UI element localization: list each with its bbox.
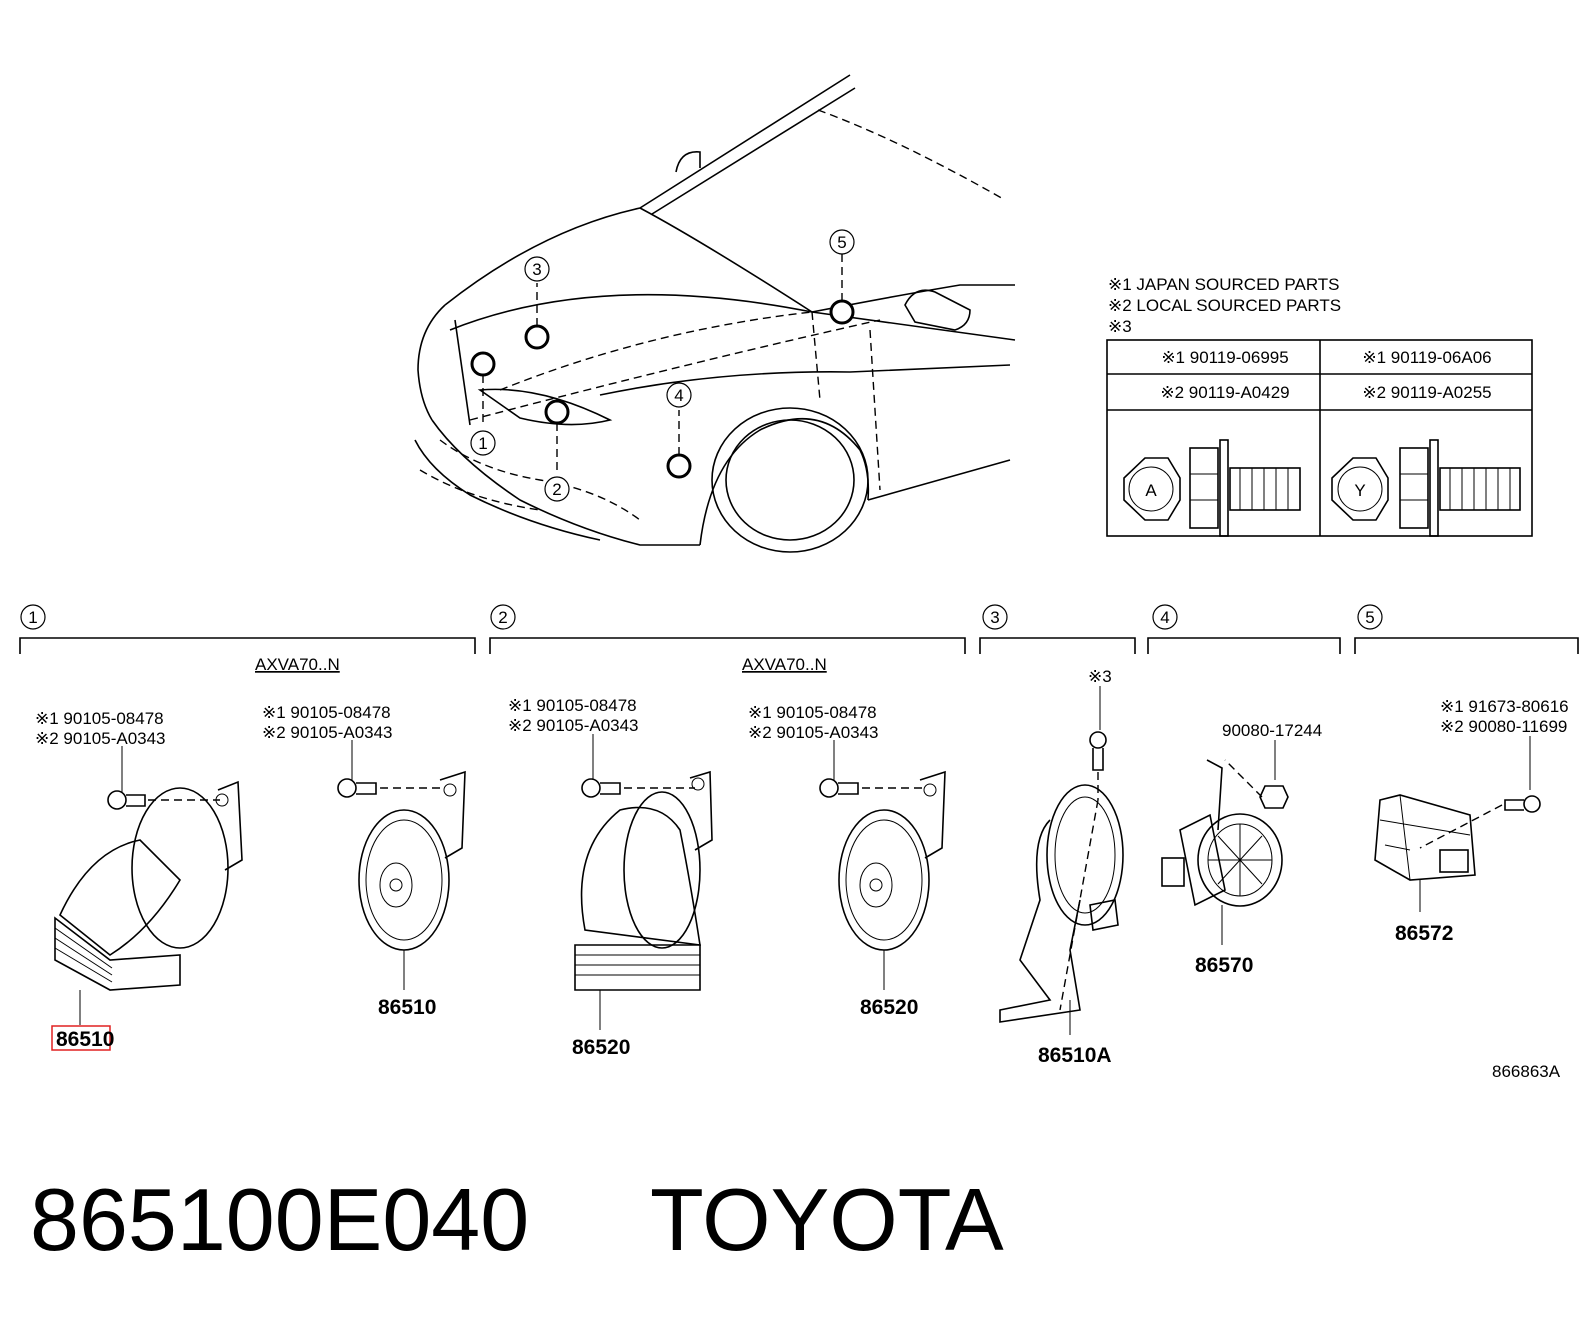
bolt-a-icon: A: [1123, 439, 1301, 537]
svg-text:※2 90105-A0343: ※2 90105-A0343: [748, 723, 879, 742]
svg-text:※2 90080-11699: ※2 90080-11699: [1440, 717, 1567, 736]
bolt-icon: [1504, 795, 1541, 813]
svg-text:86520: 86520: [860, 996, 918, 1019]
svg-text:A: A: [1145, 481, 1157, 500]
part-g1b: ※1 90105-08478 ※2 90105-A0343 86510: [262, 703, 466, 1019]
svg-text:5: 5: [837, 233, 846, 252]
group-2-model: AXVA70..N: [742, 655, 827, 674]
horn-icon: [358, 770, 466, 951]
svg-text:2: 2: [552, 480, 561, 499]
table-cell-r1c2: ※1 90119-06A06: [1362, 348, 1491, 367]
part-g4: 90080-17244 86570: [1161, 721, 1322, 977]
part-g2b: ※1 90105-08478 ※2 90105-A0343 86520: [748, 703, 946, 1019]
group-3-number: 3: [990, 608, 999, 627]
legend-note-2: ※2 LOCAL SOURCED PARTS: [1108, 296, 1341, 315]
location-markers: [470, 253, 855, 479]
car-outline: [414, 74, 1016, 553]
footer-part-number: 865100E040: [30, 1170, 529, 1269]
horn-icon: [54, 780, 243, 991]
svg-text:※1 90105-08478: ※1 90105-08478: [262, 703, 391, 722]
table-cell-r1c1: ※1 90119-06995: [1161, 348, 1288, 367]
svg-text:※1 91673-80616: ※1 91673-80616: [1440, 697, 1569, 716]
legend: ※1 JAPAN SOURCED PARTS ※2 LOCAL SOURCED …: [1106, 275, 1533, 537]
selected-part-highlight: [51, 1025, 111, 1051]
svg-text:Y: Y: [1354, 481, 1365, 500]
svg-text:1: 1: [478, 434, 487, 453]
table-cell-r2c1: ※2 90119-A0429: [1160, 383, 1289, 402]
bolt-table: ※1 90119-06995 ※1 90119-06A06 ※2 90119-A…: [1106, 339, 1533, 537]
part-g3: ※3 86510A: [999, 667, 1124, 1067]
group-1-model: AXVA70..N: [255, 655, 340, 674]
selected-part-number[interactable]: 86510: [56, 1028, 114, 1051]
group-5-number: 5: [1365, 608, 1374, 627]
svg-text:※1 90105-08478: ※1 90105-08478: [35, 709, 164, 728]
group-2-number: 2: [498, 608, 507, 627]
location-number-3: 3: [524, 256, 550, 282]
part-g2a: ※1 90105-08478 ※2 90105-A0343 86520: [508, 696, 713, 1059]
legend-note-3: ※3: [1108, 317, 1132, 336]
illustration-id: 866863A: [1492, 1062, 1561, 1081]
svg-text:86572: 86572: [1395, 922, 1453, 945]
horn-bracket-icon: [999, 784, 1124, 1023]
bolt-icon: [581, 778, 621, 798]
svg-text:86510: 86510: [378, 996, 436, 1019]
svg-text:90080-17244: 90080-17244: [1222, 721, 1322, 740]
bolt-icon: [337, 778, 377, 798]
location-number-5: 5: [829, 229, 855, 255]
svg-text:4: 4: [674, 386, 683, 405]
horn-icon: [838, 770, 946, 951]
svg-text:3: 3: [532, 260, 541, 279]
module-icon: [1374, 794, 1476, 881]
nut-icon: [1259, 785, 1289, 809]
group-1-number: 1: [28, 608, 37, 627]
part-g5: ※1 91673-80616 ※2 90080-11699 86572: [1374, 697, 1569, 945]
horn-icon: [574, 770, 713, 991]
part-g1a: ※1 90105-08478 ※2 90105-A0343 86510: [35, 709, 243, 1051]
svg-text:86570: 86570: [1195, 954, 1253, 977]
svg-text:※1 90105-08478: ※1 90105-08478: [508, 696, 637, 715]
svg-text:86520: 86520: [572, 1036, 630, 1059]
table-cell-r2c2: ※2 90119-A0255: [1362, 383, 1491, 402]
sensor-icon: [1161, 759, 1283, 907]
bolt-icon: [107, 790, 146, 810]
location-number-4: 4: [666, 382, 692, 408]
bolt-icon: [1089, 731, 1107, 771]
svg-text:※2 90105-A0343: ※2 90105-A0343: [508, 716, 639, 735]
svg-text:86510A: 86510A: [1038, 1044, 1112, 1067]
location-number-2: 2: [544, 476, 570, 502]
bolt-y-icon: Y: [1331, 439, 1521, 537]
svg-text:※2 90105-A0343: ※2 90105-A0343: [262, 723, 393, 742]
group-headers: 1 AXVA70..N 2 AXVA70..N 3 4 5: [19, 604, 1579, 674]
legend-note-1: ※1 JAPAN SOURCED PARTS: [1108, 275, 1340, 294]
bolt-icon: [819, 778, 859, 798]
svg-text:※1 90105-08478: ※1 90105-08478: [748, 703, 877, 722]
svg-text:※2 90105-A0343: ※2 90105-A0343: [35, 729, 166, 748]
location-number-1: 1: [470, 430, 496, 456]
group-4-number: 4: [1160, 608, 1169, 627]
svg-text:※3: ※3: [1088, 667, 1112, 686]
footer-brand: TOYOTA: [650, 1170, 1004, 1269]
